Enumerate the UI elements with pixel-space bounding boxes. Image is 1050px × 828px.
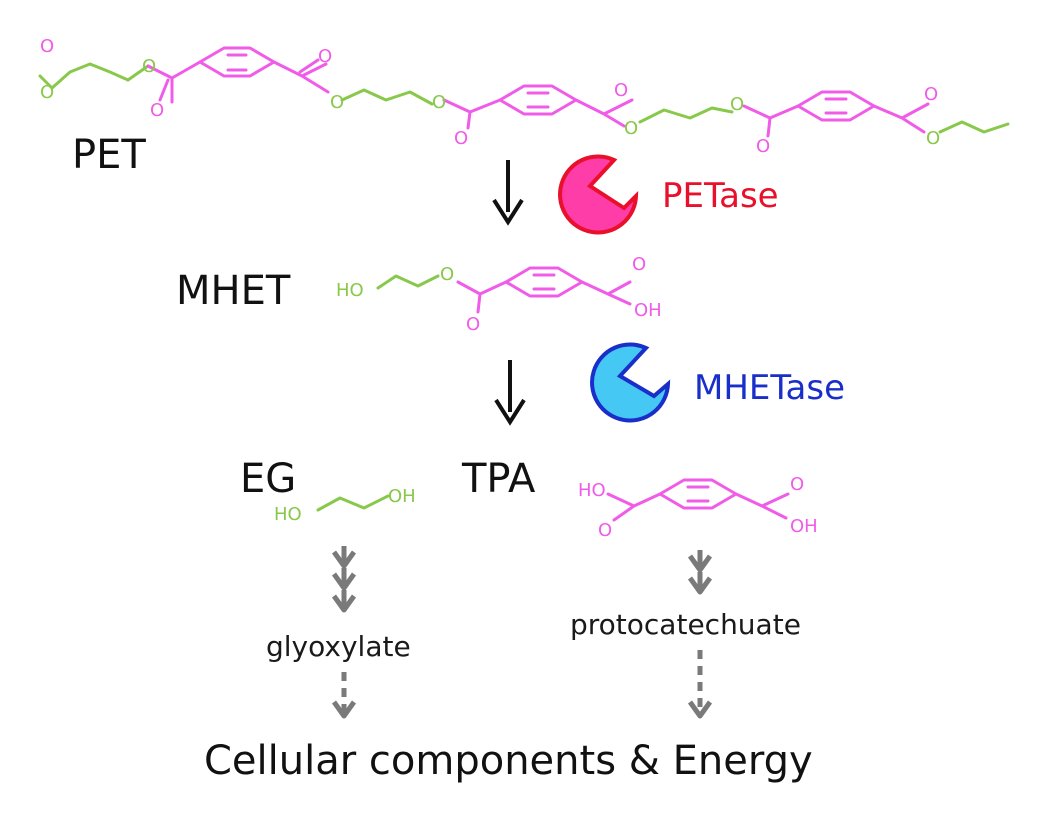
pet-atom-o-13: O — [926, 128, 940, 149]
pet-ring-3-inner — [824, 97, 848, 115]
mhetase-label: MHETase — [694, 368, 845, 408]
mhet-ester — [456, 280, 508, 314]
eg-atom-ho: HO — [274, 504, 302, 525]
pet-ester-6 — [872, 102, 930, 134]
tpa-atom-o-left: O — [598, 520, 612, 541]
pet-atom-o-12: O — [924, 84, 938, 105]
pet-glycol-1 — [126, 64, 150, 82]
pet-ester-2-dbl — [298, 58, 320, 74]
mhet-atom-o-1: O — [440, 264, 454, 285]
pet-ester-2 — [272, 60, 330, 94]
pet-atom-o-2: O — [142, 56, 156, 77]
pet-atom-o-11: O — [756, 136, 770, 157]
mhet-label: MHET — [176, 268, 291, 314]
pet-ring-3 — [796, 90, 876, 122]
eg-atom-oh: OH — [388, 486, 416, 507]
tpa-ring-inner — [686, 485, 710, 503]
petase-label: PETase — [662, 176, 779, 216]
pet-atom-o-4: O — [318, 46, 332, 67]
pet-ring-1-inner — [226, 53, 248, 72]
tpa-structure — [606, 478, 790, 522]
tpa-atom-oh: OH — [790, 516, 818, 537]
pet-ring-2-inner — [526, 91, 550, 109]
pet-atom-o-9: O — [624, 118, 638, 139]
pet-atom-o-6: O — [432, 92, 446, 113]
mhet-atom-o-2: O — [466, 314, 480, 335]
eg-dashed-arrow — [331, 672, 357, 719]
tpa-dashed-arrow — [687, 650, 713, 719]
pet-atom-o-3: O — [150, 100, 164, 121]
pet-atom-o-5: O — [330, 92, 344, 113]
petase-enzyme-icon — [558, 154, 639, 235]
mhet-atom-oh: OH — [634, 300, 662, 321]
pet-glycol-3 — [638, 106, 734, 124]
pet-ester-1-dbl — [158, 78, 170, 102]
pet-atom-o-0: O — [40, 36, 54, 57]
pet-ring-2 — [498, 84, 578, 116]
mhet-glycol — [376, 274, 440, 290]
pet-atom-o-8: O — [614, 80, 628, 101]
tpa-carboxyl-right — [734, 492, 790, 520]
tpa-atom-ho: HO — [578, 480, 606, 501]
pet-atom-o-7: O — [454, 128, 468, 149]
tpa-pathway-arrows — [687, 550, 713, 595]
tpa-carboxyl-left — [606, 492, 662, 522]
step2-arrow — [494, 360, 526, 426]
pet-ester-1 — [146, 60, 202, 104]
mhet-ring-inner — [532, 273, 556, 291]
mhetase-enzyme-icon — [590, 342, 671, 423]
pet-ring-1 — [198, 46, 276, 78]
tpa-ring — [658, 478, 738, 510]
pet-glycol-2 — [340, 88, 434, 106]
eg-structure — [316, 494, 390, 512]
tpa-atom-o-right: O — [790, 474, 804, 495]
pet-atom-o-1: O — [40, 82, 54, 103]
eg-label: EG — [240, 456, 297, 502]
pet-ester-5 — [742, 104, 800, 138]
final-products-label: Cellular components & Energy — [204, 738, 813, 784]
mhet-atom-ho: HO — [336, 280, 364, 301]
pet-atom-o-10: O — [730, 94, 744, 115]
mhet-atom-o-3: O — [632, 254, 646, 275]
step1-arrow — [492, 160, 524, 226]
tpa-label: TPA — [462, 456, 536, 502]
pet-chain-start — [38, 62, 130, 90]
pet-structure — [38, 46, 1010, 138]
pet-chain-end — [938, 120, 1010, 134]
eg-pathway-arrows — [331, 546, 357, 613]
mhet-structure — [376, 266, 632, 314]
mhet-ring — [504, 266, 584, 298]
protocatechuate-label: protocatechuate — [570, 608, 801, 641]
pet-ester-4 — [574, 98, 634, 128]
glyoxylate-label: glyoxylate — [266, 630, 411, 663]
pet-label: PET — [72, 132, 146, 178]
pet-ester-3 — [442, 98, 502, 130]
mhet-carboxyl — [580, 280, 632, 306]
